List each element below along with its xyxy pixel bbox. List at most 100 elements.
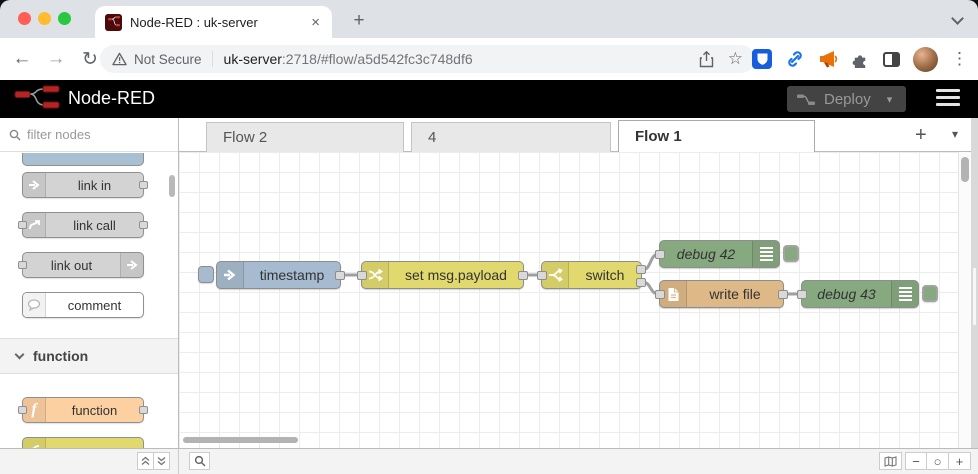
palette-category-function[interactable]: function: [0, 338, 178, 374]
profile-avatar[interactable]: [913, 46, 938, 72]
app-title: Node-RED: [68, 88, 156, 108]
switch-input-port[interactable]: [537, 271, 547, 280]
node-debug-42[interactable]: debug 42: [655, 240, 780, 268]
node-inject[interactable]: timestamp: [216, 261, 345, 289]
switch-output-port-2[interactable]: [636, 278, 646, 287]
canvas-vertical-scrollbar[interactable]: [958, 152, 971, 448]
main-menu-icon[interactable]: [936, 89, 960, 110]
tab-flow-2[interactable]: Flow 2: [206, 122, 404, 152]
deploy-caret-icon[interactable]: ▾: [886, 93, 893, 106]
footer-bar: − ○ +: [0, 448, 978, 474]
zoom-controls: − ○ +: [905, 452, 971, 470]
zoom-in-button[interactable]: +: [949, 452, 971, 470]
inject-icon: [217, 262, 244, 288]
flow-canvas[interactable]: timestamp set msg.payload switch debug 4…: [179, 152, 958, 448]
url-host: uk-server: [223, 51, 282, 67]
flow-tab-bar: Flow 2 4 Flow 1 + ▾: [179, 118, 978, 152]
node-red-favicon: [105, 13, 122, 31]
function-icon: f: [23, 398, 46, 422]
link-call-icon: [23, 213, 46, 237]
node-red-logo: [14, 85, 60, 109]
switch-icon: [23, 438, 46, 448]
comment-icon: [23, 293, 46, 317]
navigator-map-button[interactable]: [879, 452, 902, 470]
canvas-horizontal-scrollbar[interactable]: [183, 437, 298, 443]
tab-flow-1[interactable]: Flow 1: [618, 120, 815, 152]
footer-divider: [178, 449, 179, 474]
link-extension-icon[interactable]: [785, 49, 805, 69]
write-file-input-port[interactable]: [655, 290, 665, 299]
zoom-reset-button[interactable]: ○: [927, 452, 949, 470]
palette-node-link-in[interactable]: link in: [22, 172, 148, 198]
debug-icon: [891, 281, 918, 307]
write-file-output-port[interactable]: [778, 290, 788, 299]
zoom-window-button[interactable]: [58, 12, 71, 25]
search-icon: [9, 129, 21, 140]
switch-output-port-1[interactable]: [636, 265, 646, 274]
flow-list-chevron-icon[interactable]: ▾: [952, 127, 959, 141]
tab-title: Node-RED : uk-server: [130, 14, 258, 30]
deploy-icon: [797, 94, 815, 105]
url-path: :2718/#flow/a5d542fc3c748df6: [281, 51, 473, 67]
deploy-button[interactable]: Deploy ▾: [787, 86, 906, 112]
palette-filter-input[interactable]: [27, 127, 157, 142]
node-switch[interactable]: switch: [537, 261, 646, 289]
inject-output-port[interactable]: [335, 271, 345, 280]
node-write-file[interactable]: write file: [655, 280, 788, 308]
add-flow-button[interactable]: +: [915, 124, 927, 146]
canvas-search-button[interactable]: [189, 452, 210, 470]
megaphone-extension-icon[interactable]: [818, 50, 838, 68]
node-palette: link in link call link out comment funct…: [0, 118, 179, 448]
deploy-label: Deploy: [824, 90, 871, 108]
extensions-puzzle-icon[interactable]: [851, 50, 870, 69]
browser-tab[interactable]: Node-RED : uk-server ×: [95, 6, 332, 38]
palette-node-function[interactable]: f function: [18, 397, 148, 423]
expand-all-button[interactable]: [153, 452, 170, 470]
forward-icon[interactable]: →: [46, 48, 66, 69]
debug-icon: [752, 241, 779, 267]
back-icon[interactable]: ←: [12, 48, 32, 69]
palette-scrollbar[interactable]: [169, 175, 175, 197]
browser-menu-icon[interactable]: ⋮: [951, 49, 968, 68]
new-tab-button[interactable]: +: [353, 10, 365, 31]
palette-node-link-out[interactable]: link out: [18, 252, 144, 278]
browser-address-bar: ← → ↻ Not Secure uk-server :2718/#flow/a…: [0, 38, 978, 80]
palette-search[interactable]: [0, 118, 178, 152]
change-output-port[interactable]: [518, 271, 528, 280]
link-in-icon: [23, 173, 46, 197]
omnibox-divider: [211, 51, 213, 67]
node-change[interactable]: set msg.payload: [357, 261, 528, 289]
zoom-out-button[interactable]: −: [905, 452, 927, 470]
splitter-handle[interactable]: [973, 268, 976, 325]
minimize-window-button[interactable]: [38, 12, 51, 25]
share-icon[interactable]: [699, 50, 714, 68]
node-debug-43[interactable]: debug 43: [797, 280, 919, 308]
palette-node-link-call[interactable]: link call: [18, 212, 148, 238]
chevron-down-icon: [14, 349, 25, 360]
node-red-header: Node-RED Deploy ▾: [0, 80, 978, 118]
omnibox[interactable]: Not Secure uk-server :2718/#flow/a5d542f…: [100, 45, 755, 73]
palette-node-partial-top[interactable]: [22, 153, 144, 166]
tab-4[interactable]: 4: [411, 122, 611, 152]
security-label[interactable]: Not Secure: [134, 51, 202, 67]
debug-43-input-port[interactable]: [797, 290, 807, 299]
link-out-icon: [120, 253, 143, 277]
palette-node-comment[interactable]: comment: [22, 292, 144, 318]
debug-42-input-port[interactable]: [655, 250, 665, 259]
debug-43-toggle-button[interactable]: [922, 285, 938, 302]
change-input-port[interactable]: [357, 271, 367, 280]
inject-button[interactable]: [198, 266, 214, 283]
bitwarden-extension-icon[interactable]: [752, 49, 772, 69]
close-window-button[interactable]: [18, 12, 31, 25]
reload-icon[interactable]: ↻: [82, 48, 98, 70]
side-panel-icon[interactable]: [883, 51, 900, 67]
palette-node-partial-switch[interactable]: [22, 437, 144, 448]
tab-search-chevron-icon[interactable]: [951, 12, 964, 25]
debug-42-toggle-button[interactable]: [783, 245, 799, 262]
not-secure-warning-icon: [112, 52, 127, 66]
tab-close-icon[interactable]: ×: [311, 13, 320, 31]
collapse-all-button[interactable]: [137, 452, 154, 470]
sidebar-splitter[interactable]: [971, 118, 978, 448]
bookmark-star-icon[interactable]: ☆: [727, 49, 743, 68]
